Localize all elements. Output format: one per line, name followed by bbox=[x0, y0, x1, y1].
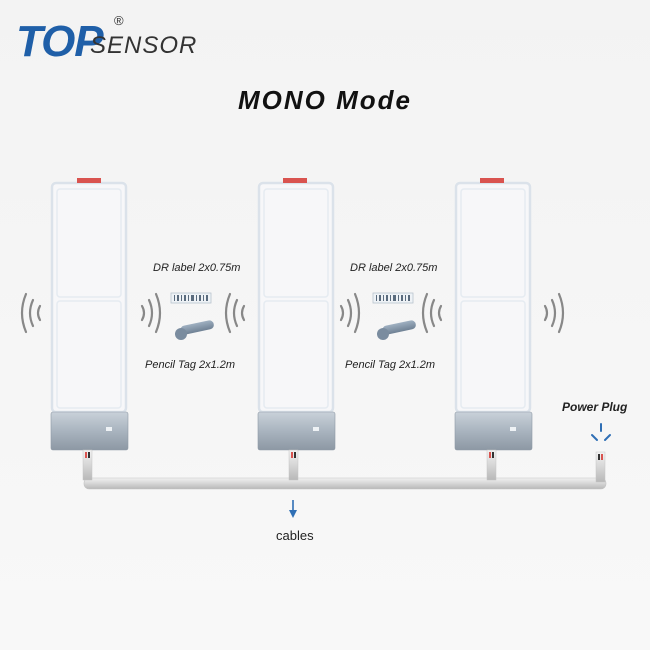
antenna-1-base bbox=[50, 411, 129, 451]
antenna-3-base bbox=[454, 411, 533, 451]
dr-label-1-text: DR label 2x0.75m bbox=[153, 262, 241, 274]
dr-label-1 bbox=[170, 292, 212, 304]
cable-pipe bbox=[83, 477, 607, 490]
signal-wave-icon bbox=[20, 292, 565, 334]
pencil-tag-2-text: Pencil Tag 2x1.2m bbox=[345, 359, 436, 371]
antenna-3 bbox=[454, 178, 533, 481]
pencil-tag-1 bbox=[175, 320, 214, 340]
cables-arrow bbox=[289, 500, 297, 518]
antenna-1-cap bbox=[77, 178, 101, 183]
pencil-tag-2 bbox=[377, 320, 416, 340]
diagram-title: MONO Mode bbox=[238, 85, 412, 115]
antenna-2-cap bbox=[283, 178, 307, 183]
logo-registered-mark: ® bbox=[114, 13, 124, 28]
pencil-tag-1-text: Pencil Tag 2x1.2m bbox=[145, 359, 236, 371]
power-plug-label: Power Plug bbox=[562, 400, 628, 414]
cables-label: cables bbox=[276, 528, 314, 543]
dr-label-2 bbox=[372, 292, 414, 304]
antenna-2-base bbox=[257, 411, 336, 451]
antenna-3-cap bbox=[480, 178, 504, 183]
antenna-1 bbox=[50, 178, 129, 481]
power-plug bbox=[595, 451, 606, 483]
logo-sensor-text: SENSOR bbox=[90, 32, 198, 59]
antenna-2 bbox=[257, 178, 336, 481]
dr-label-2-text: DR label 2x0.75m bbox=[350, 262, 438, 274]
logo-top-text: TOP bbox=[16, 17, 104, 66]
power-plug-indicator bbox=[591, 423, 611, 441]
